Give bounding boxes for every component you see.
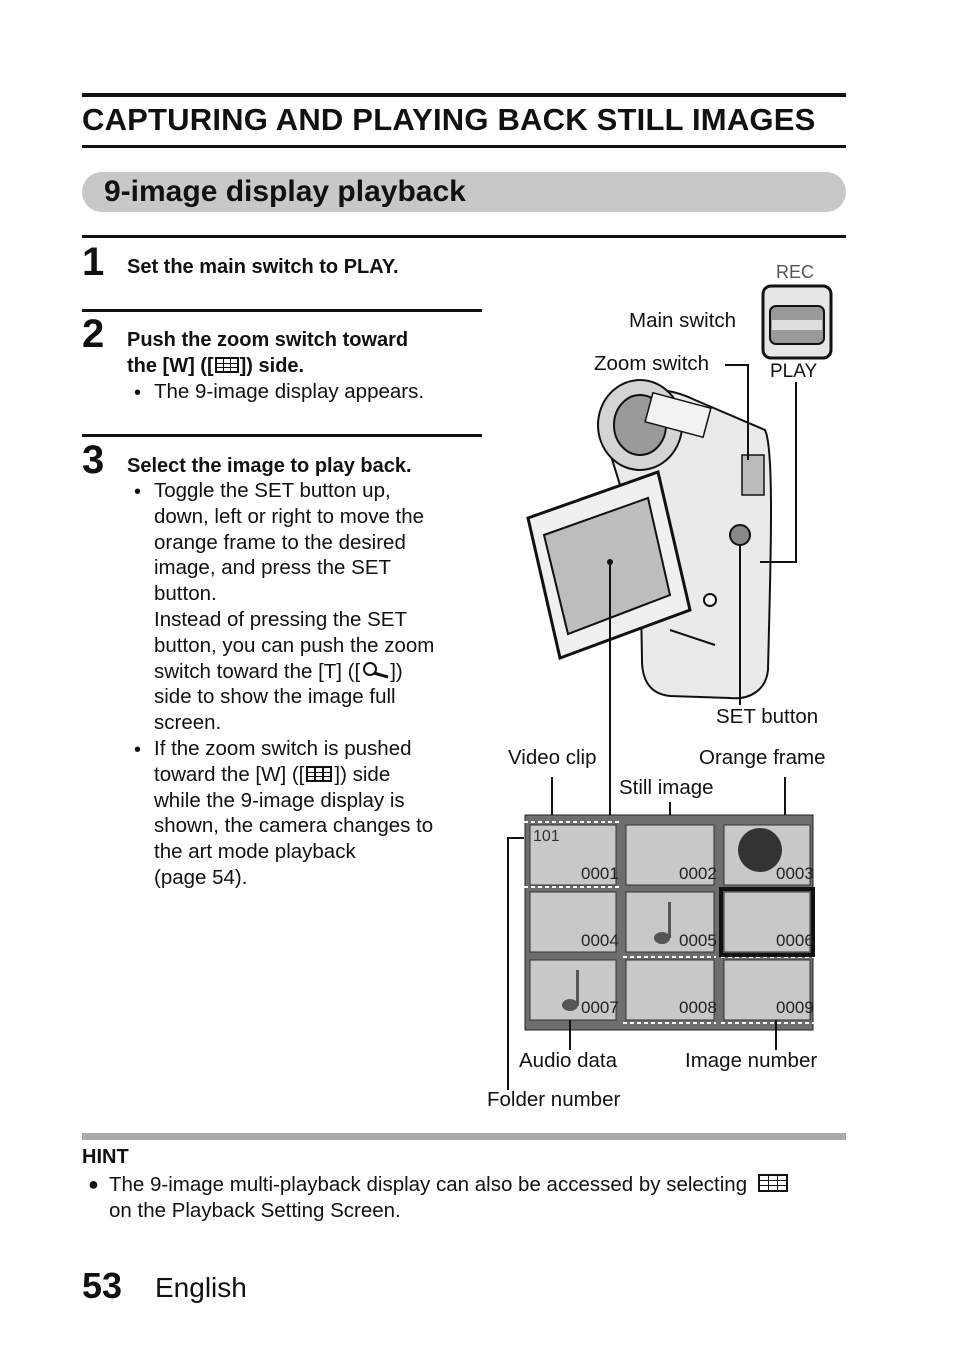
camera-body-icon bbox=[526, 379, 773, 700]
main-switch-label: Main switch bbox=[629, 309, 737, 332]
page-title: CAPTURING AND PLAYING BACK STILL IMAGES bbox=[82, 102, 816, 137]
section-title: 9-image display playback bbox=[104, 175, 466, 208]
hint-text: The 9-image multi-playback display can a… bbox=[109, 1172, 849, 1224]
page-number: 53 bbox=[82, 1265, 123, 1306]
text-line: image, and press the SET bbox=[154, 556, 392, 580]
thumb-number: 0006 bbox=[776, 931, 814, 950]
section-band bbox=[82, 172, 846, 212]
step-1-title: Set the main switch to PLAY. bbox=[127, 256, 399, 278]
thumb-number: 0009 bbox=[776, 998, 814, 1017]
step-2-title-line2: the [W] ([ ]) side. bbox=[127, 355, 304, 378]
text-line: button, you can push the zoom bbox=[154, 633, 435, 657]
hint-text-b: on the Playback Setting Screen. bbox=[109, 1199, 401, 1222]
play-label: PLAY bbox=[770, 361, 818, 382]
hint-title: HINT bbox=[82, 1146, 129, 1168]
text-line: down, left or right to move the bbox=[154, 504, 425, 528]
text-line: toward the [W] ([ ]) side bbox=[154, 762, 474, 788]
orange-frame-label: Orange frame bbox=[699, 746, 826, 769]
bullet-dot: • bbox=[134, 382, 142, 404]
thumb-number: 0002 bbox=[679, 864, 717, 883]
step-2-title-line1: Push the zoom switch toward bbox=[127, 329, 409, 351]
thumb-number: 0007 bbox=[581, 998, 619, 1017]
zoom-switch-label: Zoom switch bbox=[594, 352, 710, 375]
thumb-number: 0004 bbox=[581, 931, 619, 950]
step2-rule bbox=[82, 309, 482, 312]
bullet-dot: • bbox=[134, 481, 142, 503]
hint-text-a: The 9-image multi-playback display can a… bbox=[109, 1173, 748, 1196]
image-number-label: Image number bbox=[685, 1049, 818, 1072]
step-2-title-text-a: the [W] ([ bbox=[127, 355, 214, 377]
step1-rule bbox=[82, 235, 846, 238]
text-line: screen. bbox=[154, 711, 222, 735]
step-2-bullet: The 9-image display appears. bbox=[154, 380, 425, 403]
text-line: shown, the camera changes to bbox=[154, 814, 434, 838]
video-clip-label: Video clip bbox=[508, 746, 597, 769]
magnifier-icon bbox=[363, 661, 389, 679]
hint-bar bbox=[82, 1133, 846, 1140]
camera-diagram bbox=[507, 284, 833, 1090]
step-3-title: Select the image to play back. bbox=[127, 455, 412, 477]
text-span: switch toward the [T] ([ bbox=[154, 659, 361, 683]
bullet-dot: • bbox=[134, 739, 142, 761]
title-bottom-rule bbox=[82, 145, 846, 148]
text-line: orange frame to the desired bbox=[154, 530, 406, 554]
text-line: switch toward the [T] ([]) bbox=[154, 659, 474, 685]
thumb-number: 0001 bbox=[581, 864, 619, 883]
audio-note-icon bbox=[562, 902, 671, 1011]
nine-grid-icon bbox=[214, 357, 239, 373]
step-3-number: 3 bbox=[82, 438, 105, 482]
page-language: English bbox=[155, 1272, 247, 1303]
text-line: The 9-image multi-playback display can a… bbox=[109, 1172, 849, 1198]
text-span: ]) side bbox=[334, 762, 391, 786]
thumb-number: 0008 bbox=[679, 998, 717, 1017]
still-image-label: Still image bbox=[619, 776, 714, 799]
text-line: If the zoom switch is pushed bbox=[154, 737, 412, 760]
step-1-number: 1 bbox=[82, 240, 105, 284]
step-2-title-text-b: ]) side. bbox=[239, 355, 305, 377]
text-line: side to show the image full bbox=[154, 685, 396, 709]
step3-rule bbox=[82, 434, 482, 437]
thumb-number: 0005 bbox=[679, 931, 717, 950]
thumb-number: 0003 bbox=[776, 864, 814, 883]
step-3-bullet-2: If the zoom switch is pushed toward the … bbox=[154, 736, 474, 891]
audio-data-label: Audio data bbox=[519, 1049, 618, 1072]
orange-frame-icon bbox=[719, 887, 815, 957]
folder-number-text: 101 bbox=[533, 828, 560, 845]
text-line: (page 54). bbox=[154, 865, 248, 889]
text-span: ]) bbox=[390, 659, 403, 683]
rec-label: REC bbox=[776, 262, 815, 282]
nine-grid-icon bbox=[757, 1174, 788, 1192]
folder-number-label: Folder number bbox=[487, 1088, 621, 1111]
nine-grid-icon bbox=[306, 765, 333, 782]
text-line: button. bbox=[154, 582, 217, 606]
text-line: Toggle the SET button up, bbox=[154, 479, 391, 502]
set-button-label: SET button bbox=[716, 705, 819, 728]
text-span: toward the [W] ([ bbox=[154, 762, 305, 786]
title-top-rule bbox=[82, 93, 846, 97]
step-3-bullet-1: Toggle the SET button up, down, left or … bbox=[154, 478, 474, 736]
bullet-dot: ● bbox=[88, 1174, 99, 1194]
step-2-number: 2 bbox=[82, 312, 105, 356]
text-line: Instead of pressing the SET bbox=[154, 607, 407, 631]
text-line: while the 9-image display is bbox=[154, 788, 405, 812]
text-line: the art mode playback bbox=[154, 840, 356, 864]
